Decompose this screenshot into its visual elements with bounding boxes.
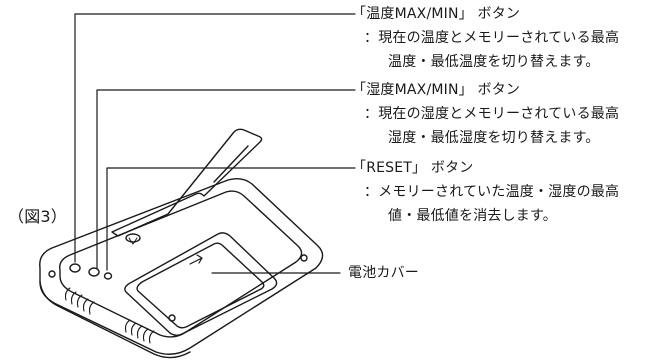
battery-compartment: [124, 232, 278, 336]
reset-button-title: 「RESET」 ボタン: [352, 160, 474, 176]
device-back-panel: [59, 190, 303, 338]
device-stand-inner: [213, 145, 249, 183]
reset-button-desc-line1: ：メモリーされていた温度・湿度の最高: [364, 184, 620, 200]
leader-line-reset-button: [106, 167, 356, 271]
humidity-button-desc-line1: ：現在の湿度とメモリーされている最高: [364, 106, 620, 122]
screw-left: [48, 270, 56, 278]
screw-right: [300, 254, 308, 262]
leader-line-temp-button: [74, 13, 356, 263]
battery-cover: [136, 242, 265, 329]
leader-lines: [74, 13, 356, 274]
temp-button-title: 「温度MAX/MIN」 ボタン: [352, 6, 521, 22]
vent-grille-left: [64, 287, 95, 315]
device-stand: [111, 128, 263, 237]
leader-line-humidity-button: [96, 89, 356, 269]
temp-max-min-button: [69, 263, 81, 273]
humidity-max-min-button: [88, 267, 100, 277]
reset-button-desc-line2: 値・最低値を消去します。: [388, 208, 557, 224]
vent-grille-bottom: [124, 319, 155, 344]
temp-button-desc-line1: ：現在の温度とメモリーされている最高: [364, 30, 620, 46]
reset-button: [103, 272, 113, 280]
temp-button-desc-line2: 温度・最低温度を切り替えます。: [388, 54, 600, 70]
hanging-hole: [125, 233, 141, 243]
screw-bottom: [168, 314, 176, 322]
humidity-button-title: 「湿度MAX/MIN」 ボタン: [352, 82, 521, 98]
figure-label: （図3）: [8, 207, 67, 226]
battery-cover-arrow: [189, 254, 203, 265]
humidity-button-desc-line2: 湿度・最低湿度を切り替えます。: [388, 130, 600, 146]
device-shell-edge: [39, 281, 191, 359]
device-body: [39, 128, 324, 359]
battery-cover-label: 電池カバー: [348, 265, 419, 281]
